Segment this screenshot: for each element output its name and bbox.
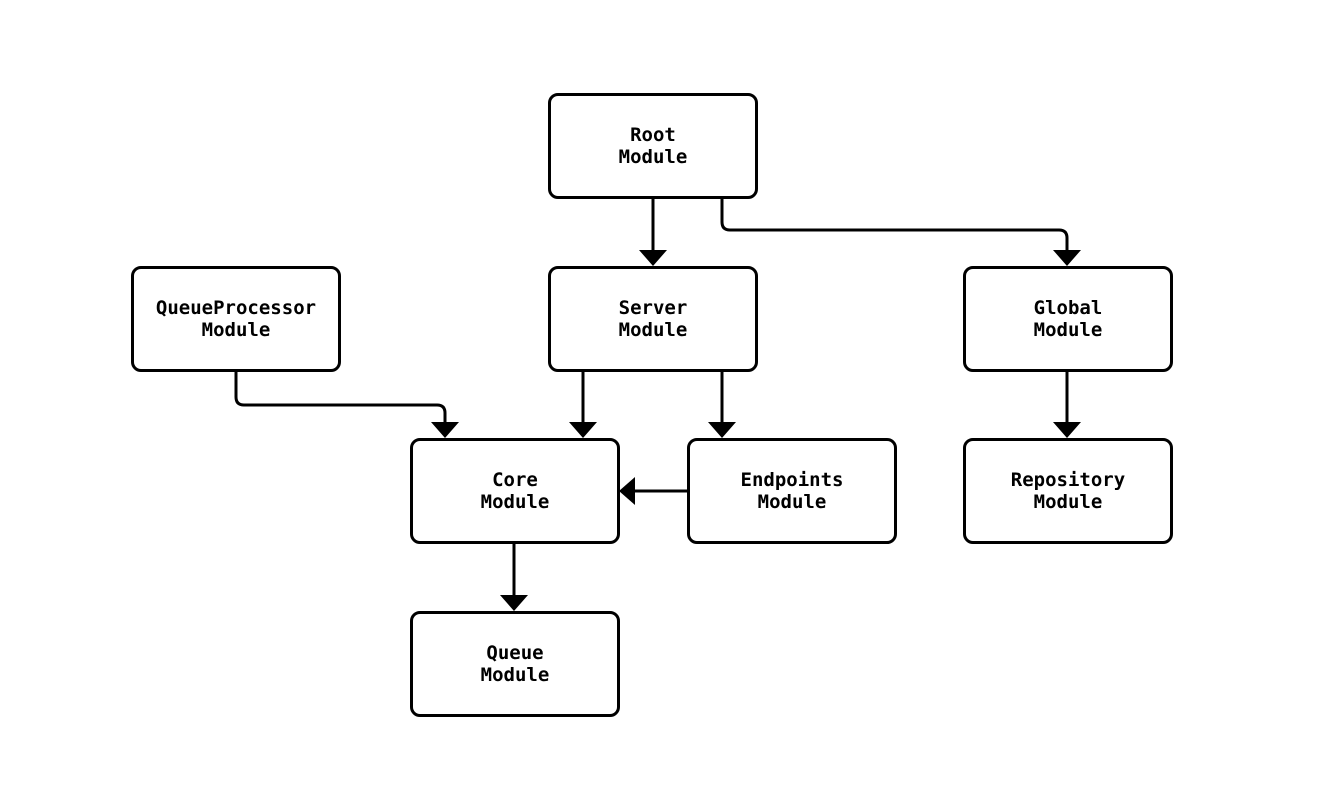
node-server-module: Server Module [548, 266, 758, 372]
edge-core-to-queue [500, 543, 528, 611]
edge-endpoints-to-core [619, 477, 687, 505]
node-label-line1: Core [492, 469, 538, 491]
node-label-line2: Module [757, 491, 827, 513]
edge-server-to-endpoints [708, 371, 736, 438]
node-label-line2: Module [618, 146, 688, 168]
node-repository-module: Repository Module [963, 438, 1173, 544]
node-label-line2: Module [618, 319, 688, 341]
node-label-line2: Module [480, 491, 550, 513]
edge-global-to-repository [1053, 371, 1081, 438]
node-label-line1: Root [630, 124, 676, 146]
node-label-line1: Global [1033, 297, 1103, 319]
node-root-module: Root Module [548, 93, 758, 199]
node-label-line1: QueueProcessor [155, 297, 317, 319]
node-global-module: Global Module [963, 266, 1173, 372]
node-label-line1: Server [618, 297, 688, 319]
edge-queueprocessor-to-core [234, 371, 459, 438]
node-queueprocessor-module: QueueProcessor Module [131, 266, 341, 372]
edge-server-to-core [569, 371, 597, 438]
node-label-line2: Module [201, 319, 271, 341]
node-label-line2: Module [1033, 491, 1103, 513]
node-label-line2: Module [480, 664, 550, 686]
node-label-line2: Module [1033, 319, 1103, 341]
node-label-line1: Endpoints [740, 469, 844, 491]
node-core-module: Core Module [410, 438, 620, 544]
node-label-line1: Repository [1010, 469, 1126, 491]
node-endpoints-module: Endpoints Module [687, 438, 897, 544]
node-label-line1: Queue [486, 642, 544, 664]
edge-root-to-global [720, 198, 1081, 266]
node-queue-module: Queue Module [410, 611, 620, 717]
edge-root-to-server [639, 198, 667, 266]
